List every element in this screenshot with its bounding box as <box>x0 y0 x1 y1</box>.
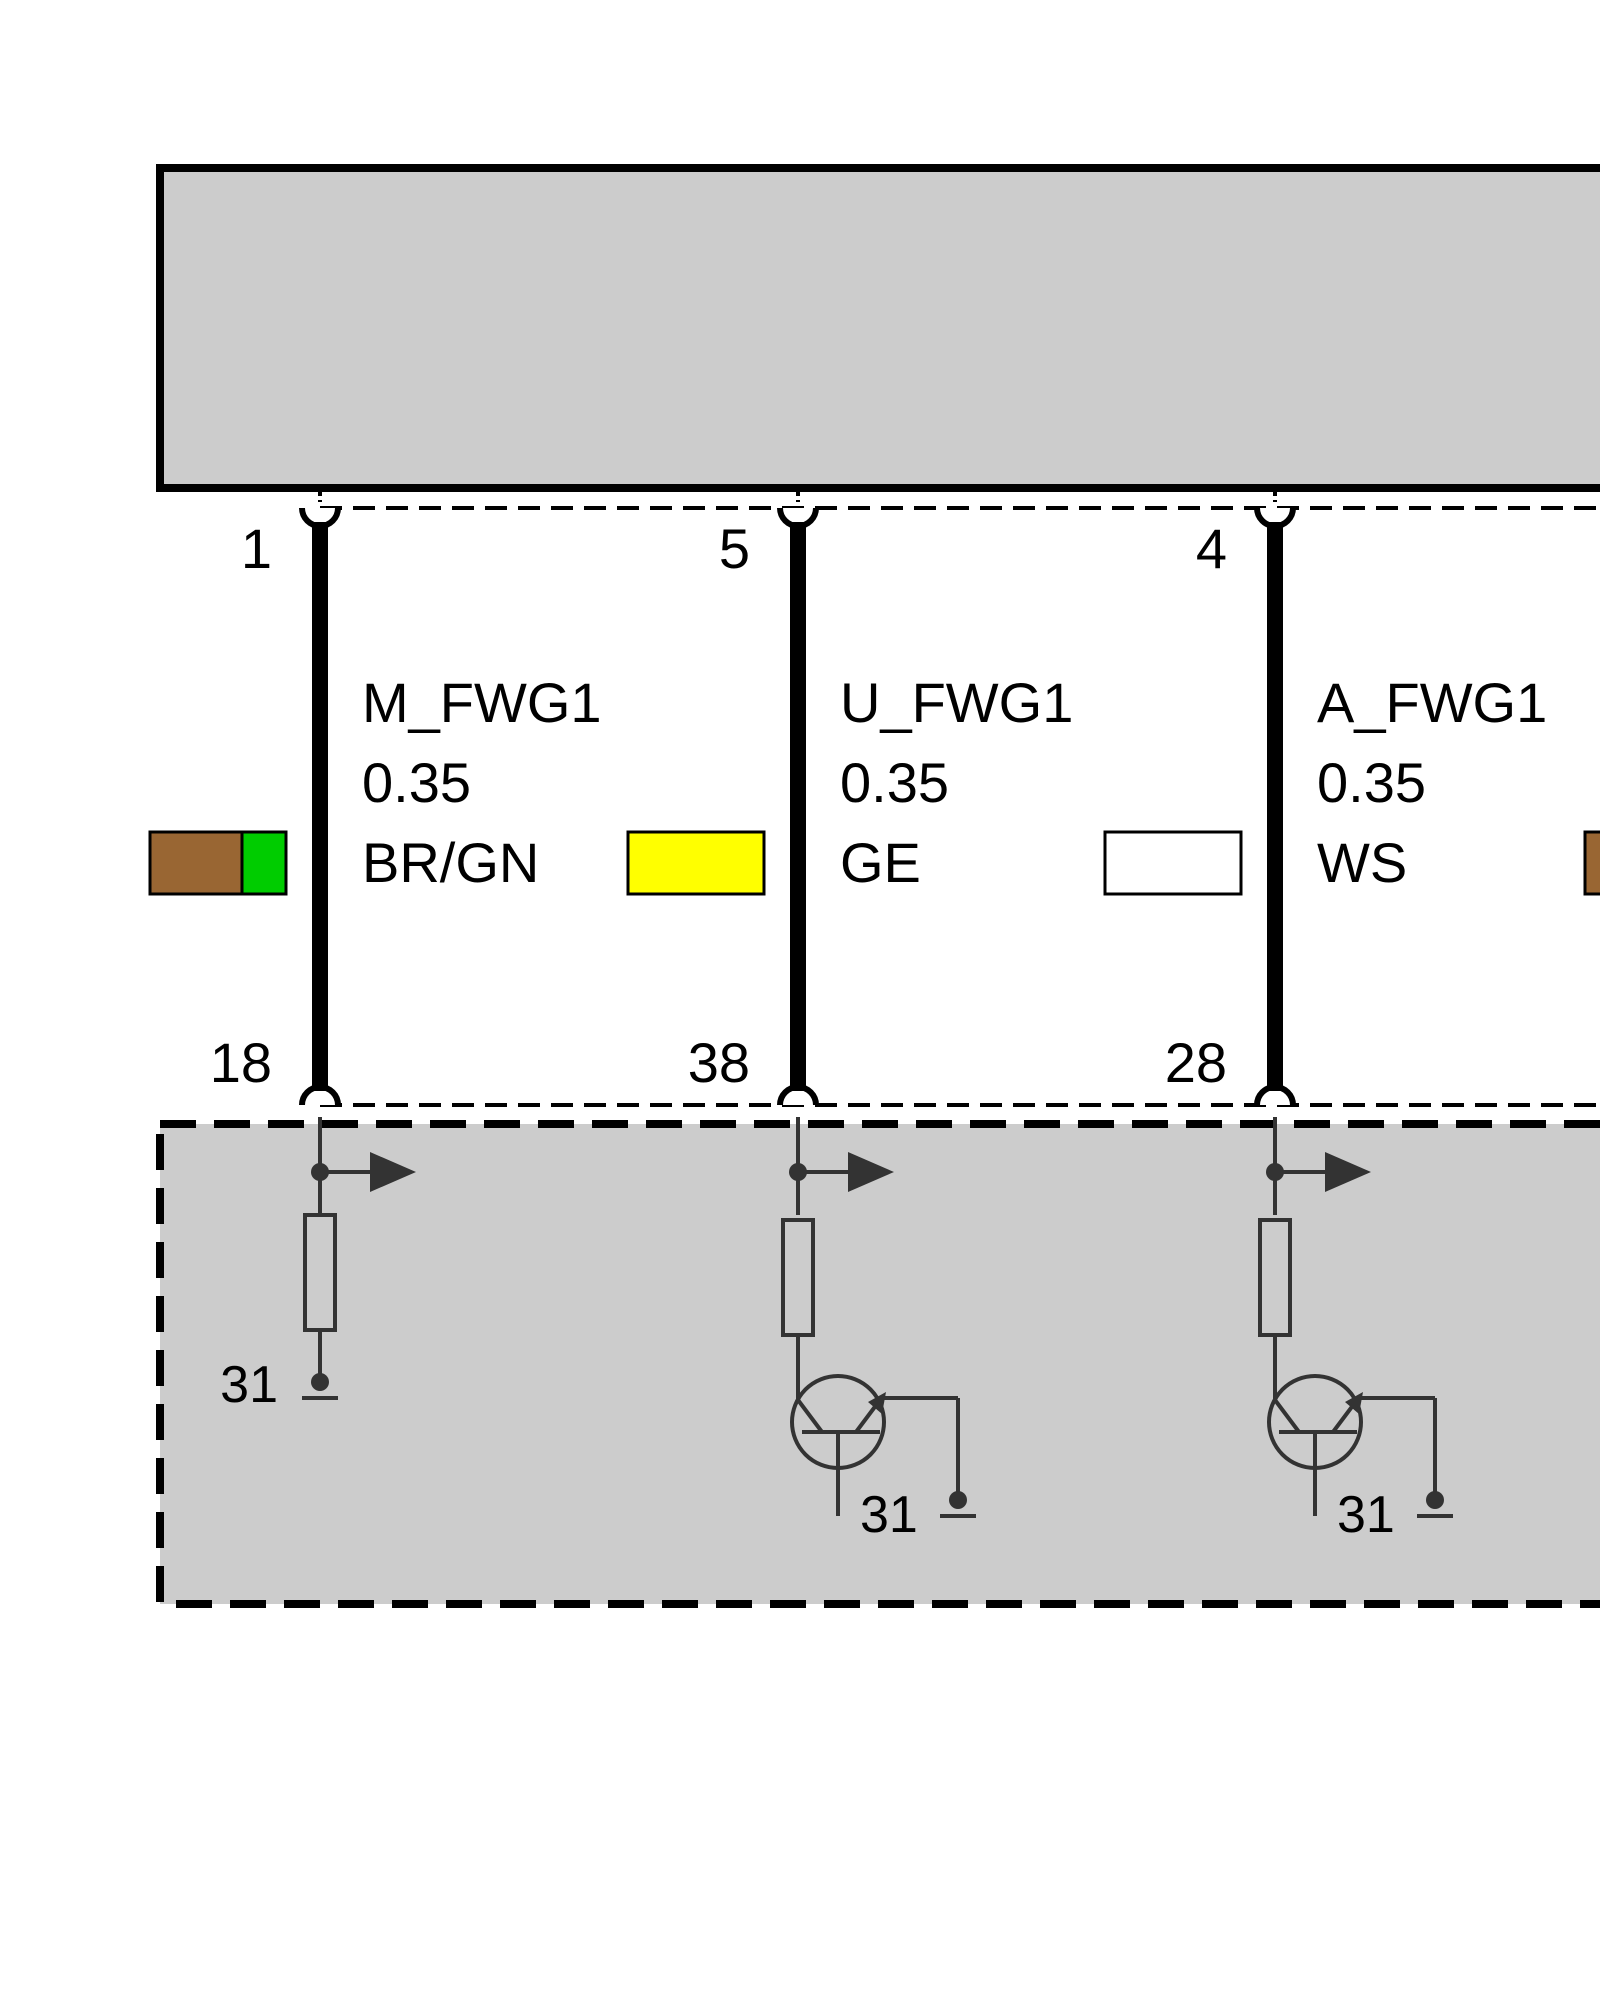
ground-label: 31 <box>860 1486 918 1544</box>
signal-arrow-icon <box>370 1152 416 1192</box>
signal-name: M_FWG1 <box>362 671 602 734</box>
bottom-pin-number: 28 <box>1165 1031 1227 1094</box>
color-swatch-primary <box>148 830 244 896</box>
transistor-collector <box>1273 1398 1301 1434</box>
wire-color-code: WS <box>1317 831 1407 894</box>
wire-color-code: BR/GN <box>362 831 539 894</box>
top-pin-number: 1 <box>241 517 272 580</box>
color-swatch-secondary <box>240 830 288 896</box>
wire-color-code: GE <box>840 831 921 894</box>
top-pin-number: 5 <box>719 517 750 580</box>
partial-color-swatch <box>1583 830 1600 896</box>
top-pin-number: 4 <box>1196 517 1227 580</box>
signal-name: A_FWG1 <box>1317 671 1547 734</box>
bottom-pin-number: 38 <box>688 1031 750 1094</box>
signal-arrow-icon <box>848 1152 894 1192</box>
color-swatch <box>626 830 766 896</box>
ground-dot-1 <box>949 1491 967 1509</box>
ground-dot-0 <box>311 1373 329 1391</box>
signal-arrow-icon <box>1325 1152 1371 1192</box>
ground-label: 31 <box>1337 1486 1395 1544</box>
top-control-module <box>156 164 1600 492</box>
ground-dot-2 <box>1426 1491 1444 1509</box>
wire-cross-section: 0.35 <box>840 751 949 814</box>
signal-name: U_FWG1 <box>840 671 1073 734</box>
wire-cross-section: 0.35 <box>1317 751 1426 814</box>
bottom-pin-number: 18 <box>210 1031 272 1094</box>
color-swatch <box>1103 830 1243 896</box>
wire-cross-section: 0.35 <box>362 751 471 814</box>
ground-label: 31 <box>220 1356 278 1414</box>
transistor-collector <box>796 1398 824 1434</box>
bottom-control-module <box>156 1120 1600 1608</box>
